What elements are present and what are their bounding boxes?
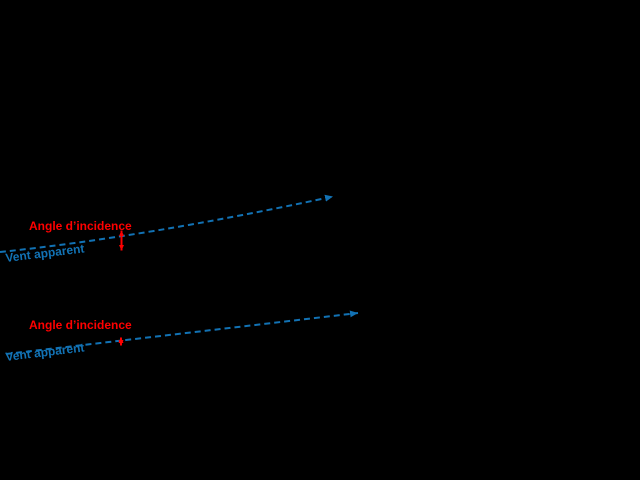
vent-apparent-label-top: Vent apparent <box>5 241 85 265</box>
apparent-wind-diagram-top: Angle d’incidence Vent apparent <box>0 194 334 265</box>
vent-apparent-label-bottom: Vent apparent <box>5 340 85 364</box>
angle-incidence-label-bottom: Angle d’incidence <box>29 318 132 332</box>
angle-incidence-label-top: Angle d’incidence <box>29 219 132 233</box>
apparent-wind-diagram-bottom: Angle d’incidence Vent apparent <box>5 310 359 364</box>
apparent-wind-vector-bottom <box>5 310 359 355</box>
